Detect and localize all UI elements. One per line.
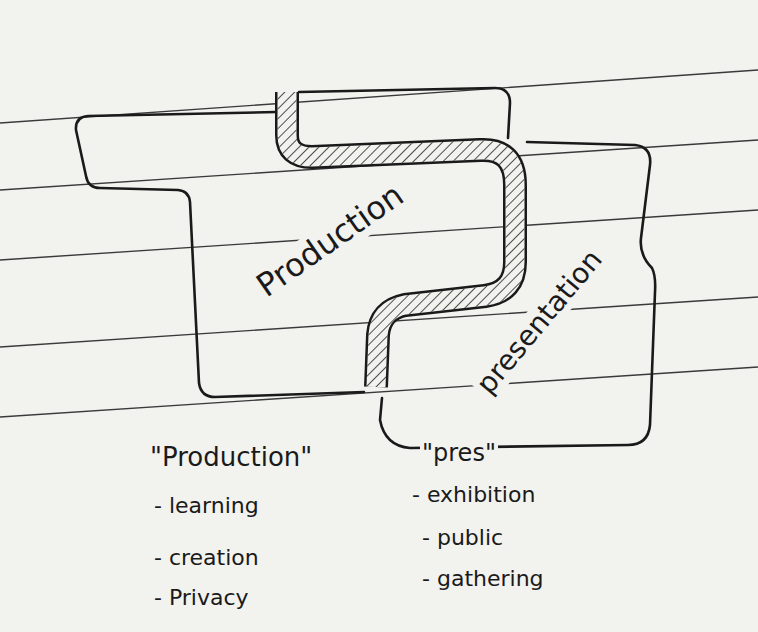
list-item: - exhibition (410, 482, 537, 507)
region-shape: presentation (360, 130, 665, 460)
region-border (380, 142, 655, 448)
region-border (76, 88, 510, 397)
region-name: Production (247, 174, 412, 305)
list-item: - Privacy (152, 585, 251, 610)
region-outline (360, 130, 665, 460)
list-item: - learning (152, 493, 261, 518)
region-name: presentation (469, 241, 611, 402)
list-heading: "Production" (148, 443, 314, 473)
ruled-lines (0, 70, 758, 417)
list-heading: "pres" (420, 440, 498, 468)
region-shape: Production (60, 80, 530, 415)
list-item: - creation (152, 545, 261, 570)
list-item: - public (420, 525, 505, 550)
list-item: - gathering (420, 566, 546, 591)
